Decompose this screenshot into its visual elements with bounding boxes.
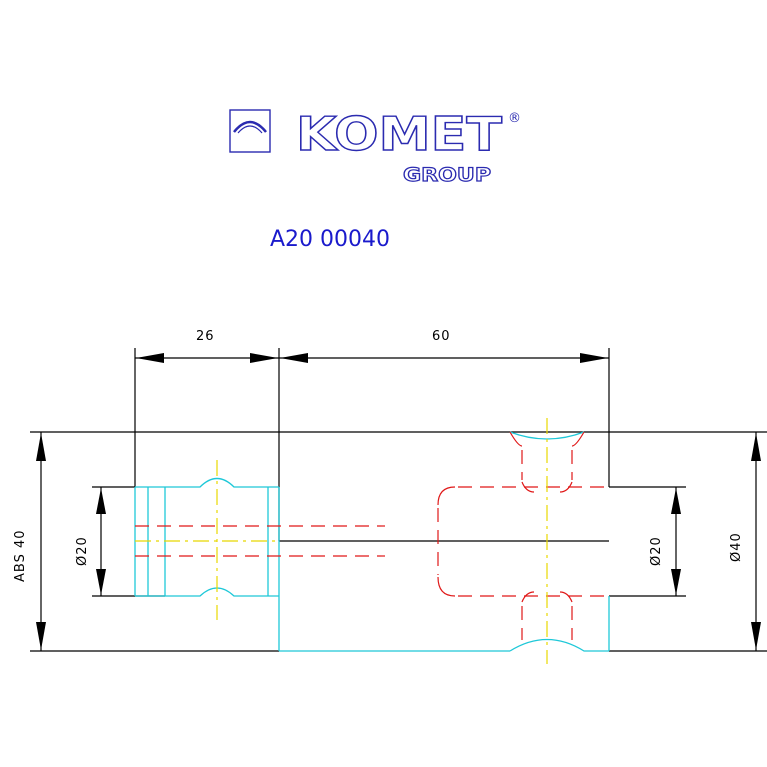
right-outer-diameter-dimension: Ø40 [609, 431, 767, 652]
left-inner-diameter-dimension: Ø20 [75, 486, 165, 597]
logo-emblem-arc [233, 120, 267, 133]
dim-left-d20: Ø20 [75, 536, 90, 566]
logo-emblem-arc-inner [237, 125, 263, 134]
right-inner-diameter-dimension: Ø20 [609, 486, 686, 597]
logo-emblem [229, 109, 271, 153]
logo-group-text: GROUP [403, 164, 491, 186]
dim-right-d20: Ø20 [649, 536, 664, 566]
center-lines [135, 418, 548, 664]
hidden-lines [135, 431, 609, 640]
left-height-dimension: ABS 40 [13, 431, 279, 652]
dim-60: 60 [432, 329, 451, 344]
logo-registered-mark: ® [508, 111, 521, 126]
dim-26: 26 [196, 329, 215, 344]
top-dimensions: 26 60 [134, 329, 610, 487]
dim-right-d40: Ø40 [729, 532, 744, 562]
komet-logo: KOMET ® GROUP [229, 106, 521, 187]
logo-brand-text: KOMET [296, 107, 503, 161]
dim-abs-40: ABS 40 [13, 529, 28, 582]
part-code: A20 00040 [270, 227, 390, 252]
